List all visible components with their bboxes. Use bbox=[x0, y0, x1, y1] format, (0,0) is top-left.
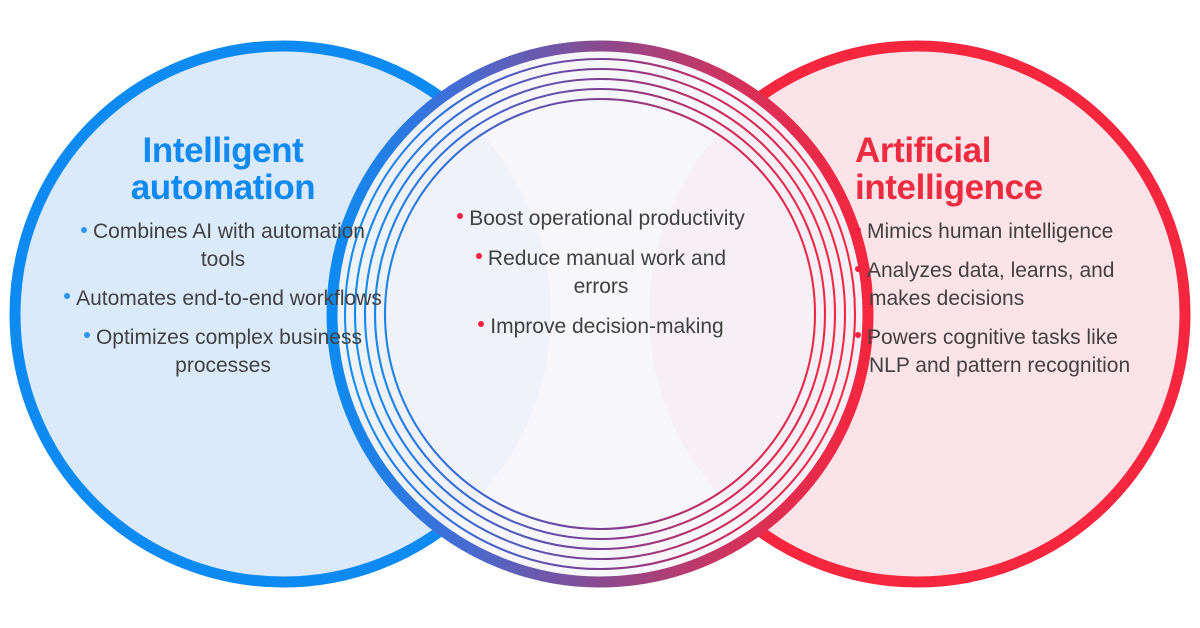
bullet-dot-icon bbox=[83, 332, 90, 339]
center-circle-rings bbox=[326, 40, 874, 588]
bullet-dot-icon bbox=[855, 265, 861, 272]
center-ring-3 bbox=[363, 77, 837, 551]
list-item: Reduce manual work and errors bbox=[455, 245, 747, 301]
center-bullet-text: Boost operational productivity bbox=[469, 207, 745, 230]
center-ring-4 bbox=[373, 87, 827, 541]
list-item: Mimics human intelligence bbox=[855, 218, 1155, 246]
bullet-dot-icon bbox=[855, 226, 861, 233]
right-set-title-line-1: Artificial bbox=[855, 131, 992, 170]
right-set-title: Artificial intelligence bbox=[855, 132, 1155, 206]
left-set-title-line-1: Intelligent bbox=[142, 131, 304, 170]
list-item: Automates end-to-end workflows bbox=[58, 285, 388, 313]
list-item: Improve decision-making bbox=[455, 313, 747, 341]
right-set-bullet-list: Mimics human intelligence Analyzes data,… bbox=[855, 218, 1155, 380]
left-set-panel: Intelligent automation Combines AI with … bbox=[58, 132, 388, 380]
bullet-dot-icon bbox=[81, 226, 87, 233]
list-item: Powers cognitive tasks like NLP and patt… bbox=[855, 324, 1155, 380]
center-ring-5 bbox=[383, 97, 817, 531]
bullet-dot-icon bbox=[855, 332, 861, 339]
center-bullet-text: Improve decision-making bbox=[490, 314, 724, 338]
bullet-dot-icon bbox=[475, 253, 482, 260]
bullet-dot-icon bbox=[64, 293, 71, 300]
bullet-dot-icon bbox=[478, 321, 485, 328]
list-item: Combines AI with automation tools bbox=[58, 218, 388, 274]
right-bullet-text: Analyzes data, learns, and makes decisio… bbox=[867, 259, 1115, 311]
left-bullet-text: Automates end-to-end workflows bbox=[76, 287, 382, 311]
left-set-title-line-2: automation bbox=[130, 168, 316, 208]
left-set-title: Intelligent automation bbox=[58, 132, 388, 206]
right-set-title-line-2: intelligence bbox=[855, 168, 1043, 208]
list-item: Analyzes data, learns, and makes decisio… bbox=[855, 257, 1155, 313]
center-overlap-tint bbox=[332, 46, 868, 582]
list-item: Boost operational productivity bbox=[455, 205, 747, 233]
bullet-dot-icon bbox=[457, 213, 464, 220]
center-ring-2 bbox=[353, 67, 847, 561]
center-bullet-text: Reduce manual work and errors bbox=[487, 246, 727, 298]
left-set-bullet-list: Combines AI with automation tools Automa… bbox=[58, 218, 388, 380]
right-bullet-text: Powers cognitive tasks like NLP and patt… bbox=[867, 325, 1131, 377]
center-ring-1 bbox=[343, 57, 857, 571]
center-circle-outline bbox=[326, 40, 874, 588]
right-bullet-text: Mimics human intelligence bbox=[867, 220, 1114, 244]
intersection-bullet-list: Boost operational productivity Reduce ma… bbox=[455, 205, 747, 341]
list-item: Optimizes complex business processes bbox=[58, 324, 388, 380]
venn-fills bbox=[15, 46, 1185, 582]
left-bullet-text: Combines AI with automation tools bbox=[93, 220, 365, 272]
left-bullet-text: Optimizes complex business processes bbox=[95, 325, 363, 377]
intersection-panel: Boost operational productivity Reduce ma… bbox=[455, 205, 747, 353]
right-set-panel: Artificial intelligence Mimics human int… bbox=[855, 132, 1155, 380]
